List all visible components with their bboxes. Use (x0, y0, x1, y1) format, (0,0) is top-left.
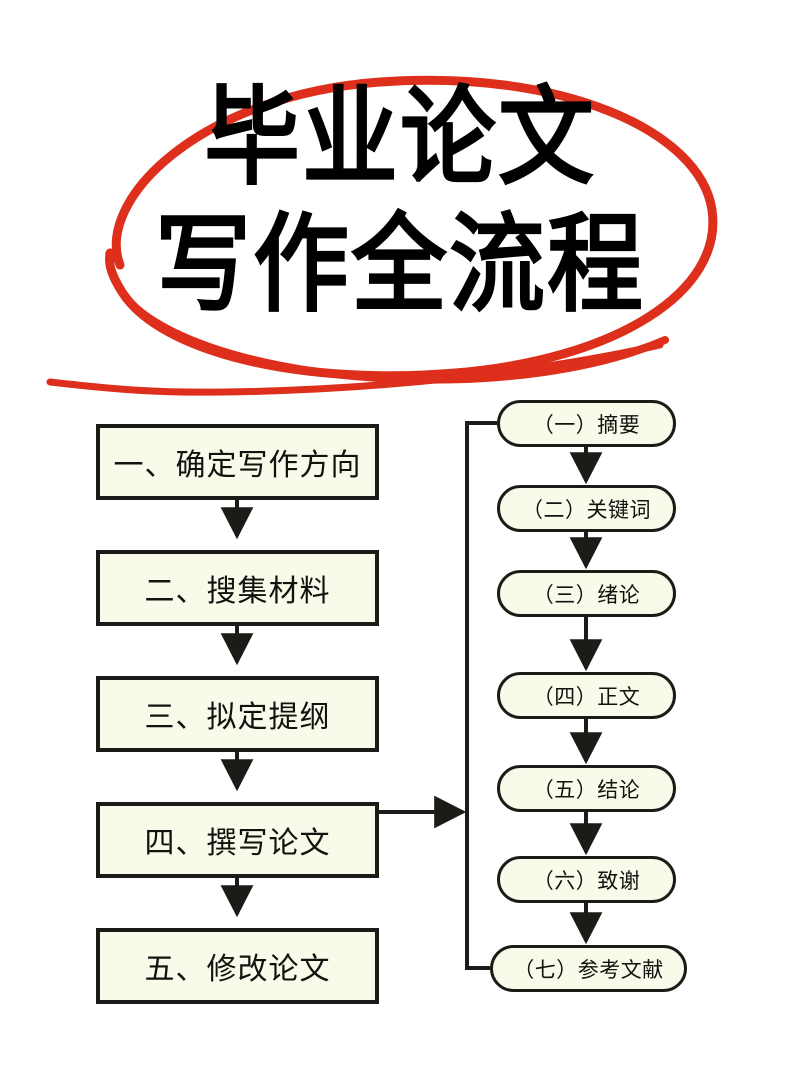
paper-section-1[interactable]: （一）摘要 (497, 400, 676, 447)
paper-section-2[interactable]: （二）关键词 (497, 485, 676, 532)
flow-step-4[interactable]: 四、撰写论文 (96, 802, 379, 878)
title-block: 毕业论文 写作全流程 (0, 60, 800, 396)
paper-section-2-label: （二）关键词 (522, 498, 651, 522)
right-column-spine (465, 421, 497, 970)
paper-section-6-label: （六）致谢 (532, 869, 641, 893)
flow-step-1-label: 一、确定写作方向 (113, 449, 362, 482)
paper-section-1-label: （一）摘要 (532, 413, 641, 437)
paper-section-6[interactable]: （六）致谢 (497, 856, 676, 903)
flow-step-4-label: 四、撰写论文 (144, 827, 331, 860)
paper-section-7[interactable]: （七）参考文献 (490, 945, 687, 992)
flow-step-5[interactable]: 五、修改论文 (96, 928, 379, 1004)
paper-section-3[interactable]: （三）绪论 (497, 570, 676, 617)
paper-section-7-label: （七）参考文献 (513, 958, 664, 982)
paper-section-5[interactable]: （五）结论 (497, 765, 676, 812)
paper-section-4[interactable]: （四）正文 (497, 672, 676, 719)
paper-section-5-label: （五）结论 (532, 778, 641, 802)
flow-step-3-label: 三、拟定提纲 (144, 701, 331, 734)
flow-step-1[interactable]: 一、确定写作方向 (96, 424, 379, 500)
flow-step-2-label: 二、搜集材料 (144, 575, 331, 608)
poster-title-line-2: 写作全流程 (155, 205, 645, 326)
paper-section-3-label: （三）绪论 (532, 583, 641, 607)
paper-section-4-label: （四）正文 (532, 685, 641, 709)
flow-step-2[interactable]: 二、搜集材料 (96, 550, 379, 626)
flow-step-3[interactable]: 三、拟定提纲 (96, 676, 379, 752)
poster-title-line-1: 毕业论文 (204, 78, 596, 199)
flow-step-5-label: 五、修改论文 (144, 953, 331, 986)
